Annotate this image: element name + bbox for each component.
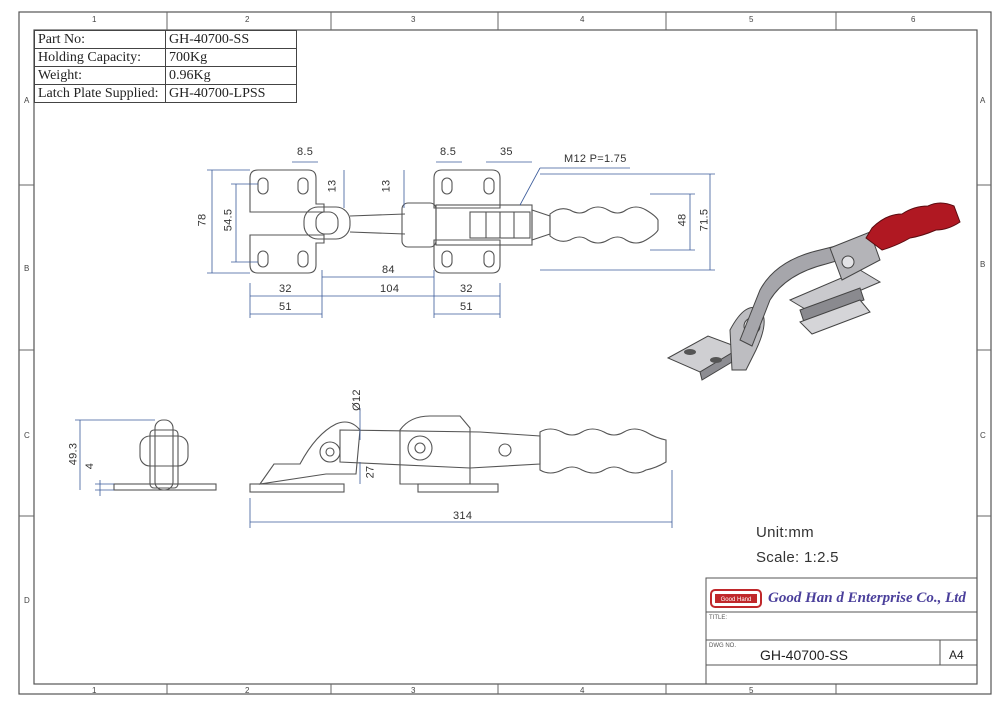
grid-col-label: 2 <box>245 15 250 24</box>
dim-label: 51 <box>279 301 292 313</box>
grid-col-label: 3 <box>411 15 416 24</box>
grid-row-label: B <box>24 264 30 273</box>
dwg-label: DWG NO. <box>709 643 736 649</box>
spec-value: 0.96Kg <box>165 66 297 85</box>
dim-label: 35 <box>500 146 513 158</box>
grid-row-label: C <box>24 431 30 440</box>
dim-label: 8.5 <box>440 146 457 158</box>
company-name: Good Han d Enterprise Co., Ltd <box>768 590 966 606</box>
grid-col-label: 5 <box>749 15 754 24</box>
unit-note: Unit:mm <box>756 524 814 541</box>
top-view <box>249 169 659 274</box>
dim-label: 51 <box>460 301 473 313</box>
grid-row-label: A <box>980 96 986 105</box>
sheet-size: A4 <box>949 648 964 662</box>
logo-text: Good Hand <box>721 597 752 603</box>
spec-table: Part No: GH-40700-SS Holding Capacity: 7… <box>34 30 297 103</box>
grid-col-label: 4 <box>580 15 585 24</box>
drawing-number: GH-40700-SS <box>760 647 848 663</box>
dim-label: 32 <box>279 283 292 295</box>
grid-row-label: C <box>980 431 986 440</box>
grid-col-label: 5 <box>749 686 754 695</box>
title-label: TITLE: <box>709 615 728 621</box>
company-logo-icon: Good Hand <box>710 589 762 608</box>
dim-label: 8.5 <box>297 146 314 158</box>
dim-label: 314 <box>453 510 473 522</box>
dim-label: 32 <box>460 283 473 295</box>
dim-label: 84 <box>382 264 395 276</box>
grid-col-label: 3 <box>411 686 416 695</box>
grid-row-label: D <box>24 596 30 605</box>
dim-label: 104 <box>380 283 400 295</box>
dimension-lines <box>75 161 715 528</box>
grid-col-label: 1 <box>92 15 97 24</box>
spec-row-latch-plate: Latch Plate Supplied: GH-40700-LPSS <box>34 84 297 103</box>
isometric-view <box>666 202 961 381</box>
grid-row-label: A <box>24 96 30 105</box>
side-view <box>249 415 667 493</box>
end-view <box>113 419 217 491</box>
spec-value: GH-40700-LPSS <box>165 84 297 103</box>
grid-col-label: 6 <box>911 15 916 24</box>
grid-col-label: 2 <box>245 686 250 695</box>
grid-col-label: 4 <box>580 686 585 695</box>
thread-callout: M12 P=1.75 <box>564 153 627 165</box>
grid-col-label: 1 <box>92 686 97 695</box>
grid-row-label: B <box>980 260 986 269</box>
scale-note: Scale: 1:2.5 <box>756 549 839 566</box>
